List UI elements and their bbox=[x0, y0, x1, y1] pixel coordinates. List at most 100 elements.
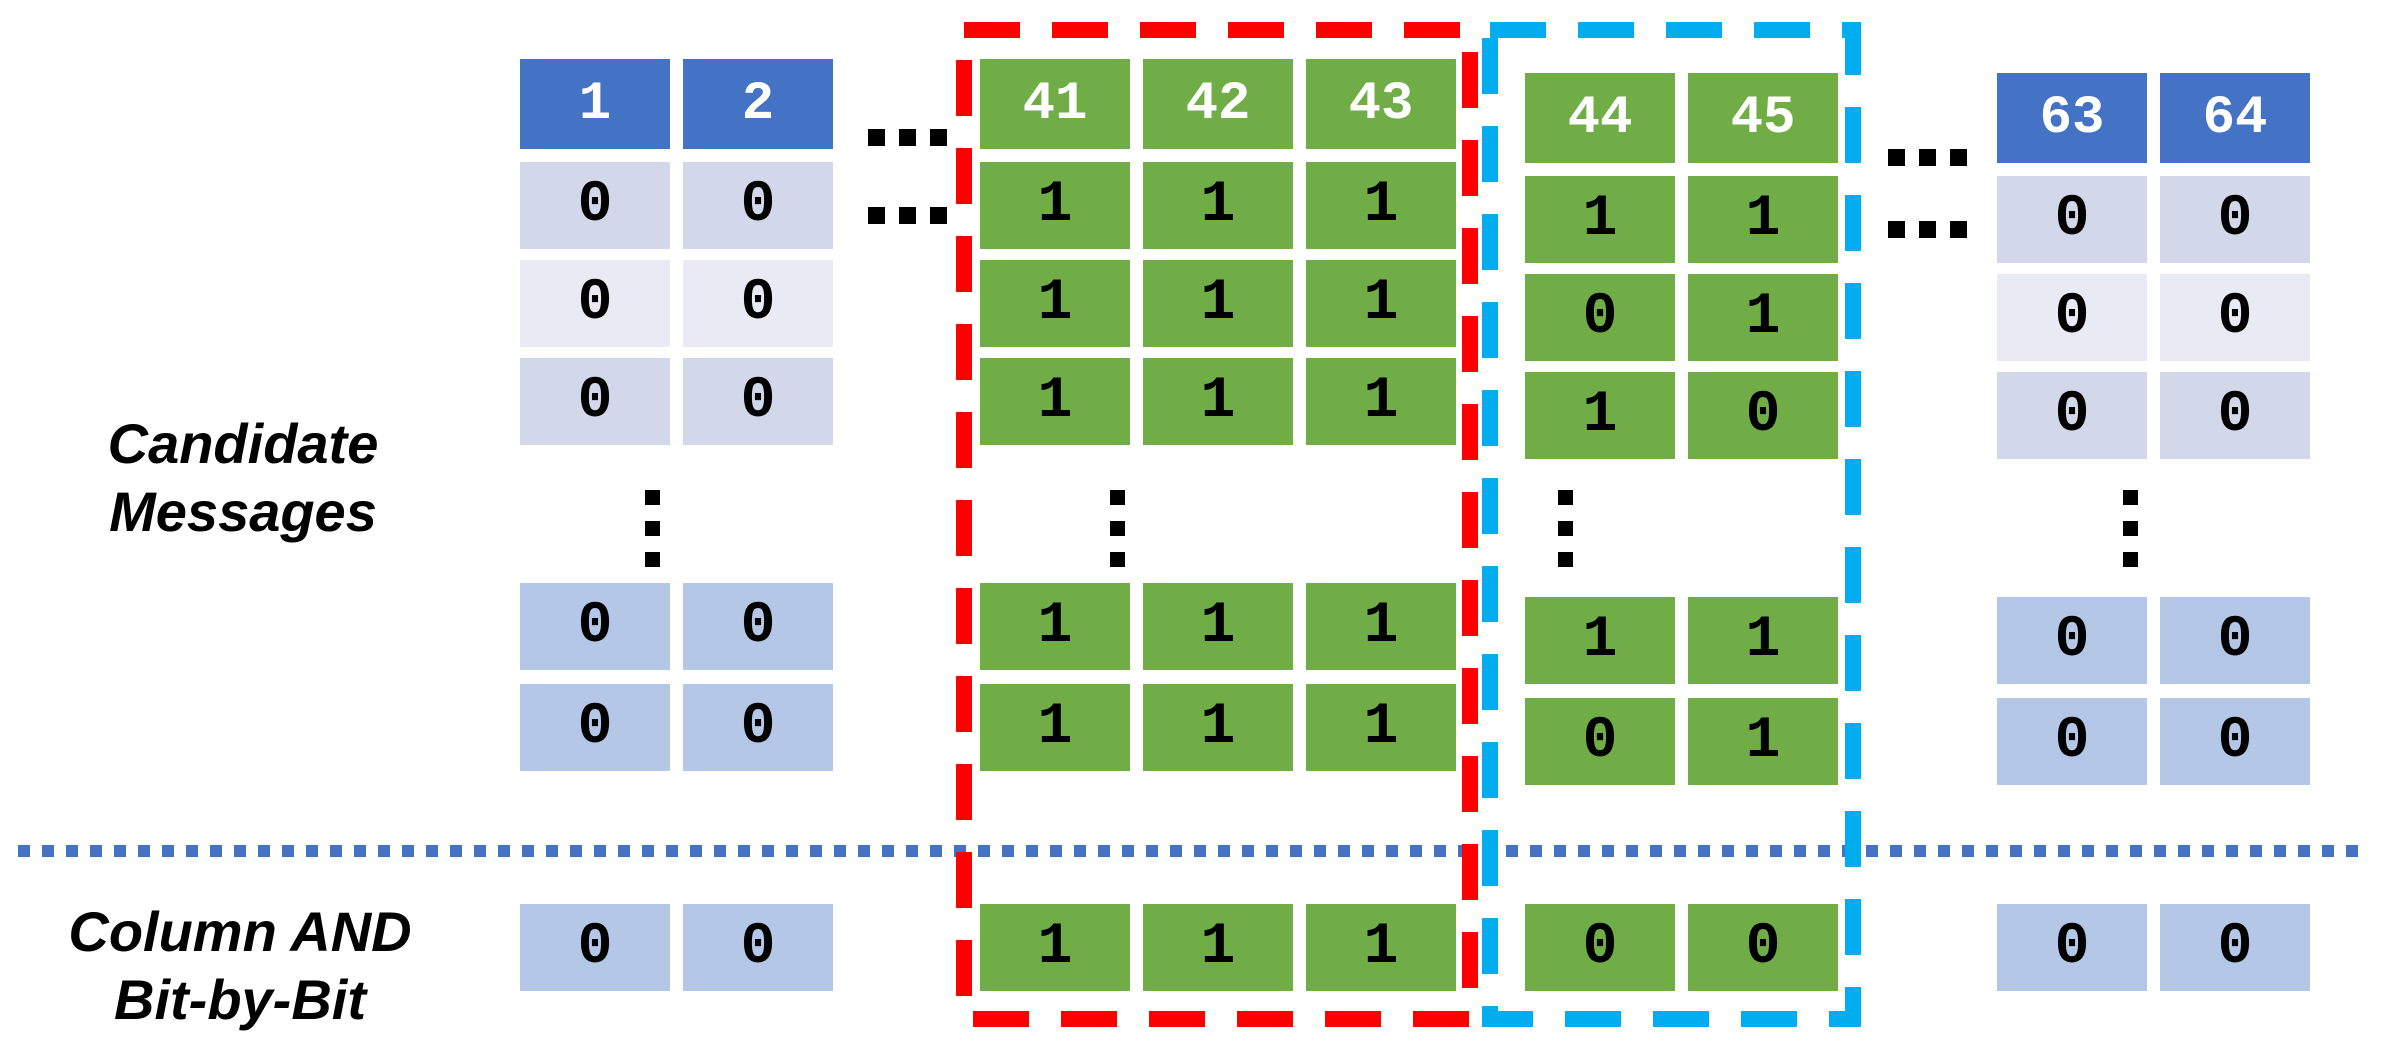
column-and-result-label-line2: Bit-by-Bit bbox=[114, 968, 366, 1031]
column-header-cell: 1 bbox=[520, 59, 670, 149]
matrix-cell: 0 bbox=[520, 358, 670, 445]
ellipsis-dot bbox=[1919, 221, 1936, 238]
column-and-result-label: Column AND Bit-by-Bit bbox=[40, 898, 440, 1034]
ellipsis-dot bbox=[899, 129, 916, 146]
matrix-cell: 0 bbox=[683, 260, 833, 347]
matrix-cell: 1 bbox=[980, 260, 1130, 347]
ellipsis-dot bbox=[645, 552, 660, 567]
matrix-cell: 0 bbox=[2160, 176, 2310, 263]
matrix-cell: 0 bbox=[2160, 274, 2310, 361]
matrix-cell: 0 bbox=[1997, 372, 2147, 459]
matrix-cell: 0 bbox=[1525, 698, 1675, 785]
result-cell: 0 bbox=[1997, 904, 2147, 991]
column-header-cell: 2 bbox=[683, 59, 833, 149]
vertical-ellipsis bbox=[1558, 490, 1573, 567]
ellipsis-dot bbox=[899, 207, 916, 224]
matrix-cell: 0 bbox=[683, 358, 833, 445]
matrix-cell: 1 bbox=[980, 684, 1130, 771]
horizontal-ellipsis bbox=[868, 207, 947, 224]
ellipsis-dot bbox=[645, 490, 660, 505]
ellipsis-dot bbox=[1110, 490, 1125, 505]
ellipsis-dot bbox=[645, 521, 660, 536]
matrix-cell: 0 bbox=[520, 162, 670, 249]
ellipsis-dot bbox=[1888, 221, 1905, 238]
ellipsis-dot bbox=[1919, 149, 1936, 166]
result-cell: 1 bbox=[980, 904, 1130, 991]
matrix-cell: 0 bbox=[520, 260, 670, 347]
vertical-ellipsis bbox=[1110, 490, 1125, 567]
matrix-cell: 1 bbox=[1306, 358, 1456, 445]
matrix-cell: 1 bbox=[1688, 176, 1838, 263]
horizontal-ellipsis bbox=[1888, 149, 1967, 166]
ellipsis-dot bbox=[868, 207, 885, 224]
result-cell: 0 bbox=[683, 904, 833, 991]
ellipsis-dot bbox=[1950, 221, 1967, 238]
column-header-cell: 45 bbox=[1688, 73, 1838, 163]
column-header-cell: 43 bbox=[1306, 59, 1456, 149]
ellipsis-dot bbox=[2123, 552, 2138, 567]
candidate-messages-label-line1: Candidate bbox=[107, 412, 379, 475]
matrix-cell: 1 bbox=[1525, 176, 1675, 263]
matrix-cell: 0 bbox=[2160, 698, 2310, 785]
ellipsis-dot bbox=[1110, 521, 1125, 536]
candidate-messages-label-line2: Messages bbox=[109, 480, 377, 543]
matrix-cell: 1 bbox=[1525, 372, 1675, 459]
matrix-cell: 0 bbox=[683, 684, 833, 771]
horizontal-ellipsis bbox=[868, 129, 947, 146]
ellipsis-dot bbox=[1558, 521, 1573, 536]
matrix-cell: 1 bbox=[980, 583, 1130, 670]
column-header-cell: 41 bbox=[980, 59, 1130, 149]
result-cell: 0 bbox=[520, 904, 670, 991]
ellipsis-dot bbox=[930, 129, 947, 146]
matrix-cell: 1 bbox=[1143, 583, 1293, 670]
matrix-cell: 1 bbox=[1306, 684, 1456, 771]
matrix-cell: 0 bbox=[1997, 176, 2147, 263]
vertical-ellipsis bbox=[2123, 490, 2138, 567]
matrix-cell: 0 bbox=[2160, 597, 2310, 684]
matrix-cell: 0 bbox=[520, 684, 670, 771]
matrix-cell: 1 bbox=[1688, 597, 1838, 684]
matrix-cell: 1 bbox=[1143, 358, 1293, 445]
matrix-cell: 1 bbox=[1306, 162, 1456, 249]
ellipsis-dot bbox=[1888, 149, 1905, 166]
ellipsis-dot bbox=[1558, 552, 1573, 567]
column-and-result-label-line1: Column AND bbox=[68, 900, 412, 963]
matrix-cell: 1 bbox=[1688, 274, 1838, 361]
ellipsis-dot bbox=[1558, 490, 1573, 505]
column-header-cell: 42 bbox=[1143, 59, 1293, 149]
vertical-ellipsis bbox=[645, 490, 660, 567]
matrix-cell: 0 bbox=[1997, 597, 2147, 684]
matrix-cell: 1 bbox=[1143, 260, 1293, 347]
matrix-cell: 1 bbox=[1143, 684, 1293, 771]
ellipsis-dot bbox=[2123, 521, 2138, 536]
matrix-cell: 0 bbox=[683, 583, 833, 670]
result-cell: 1 bbox=[1306, 904, 1456, 991]
matrix-cell: 0 bbox=[683, 162, 833, 249]
matrix-cell: 1 bbox=[1306, 260, 1456, 347]
candidate-messages-label: Candidate Messages bbox=[58, 410, 428, 546]
matrix-cell: 1 bbox=[980, 358, 1130, 445]
matrix-cell: 0 bbox=[1525, 274, 1675, 361]
ellipsis-dot bbox=[1950, 149, 1967, 166]
result-cell: 0 bbox=[1525, 904, 1675, 991]
